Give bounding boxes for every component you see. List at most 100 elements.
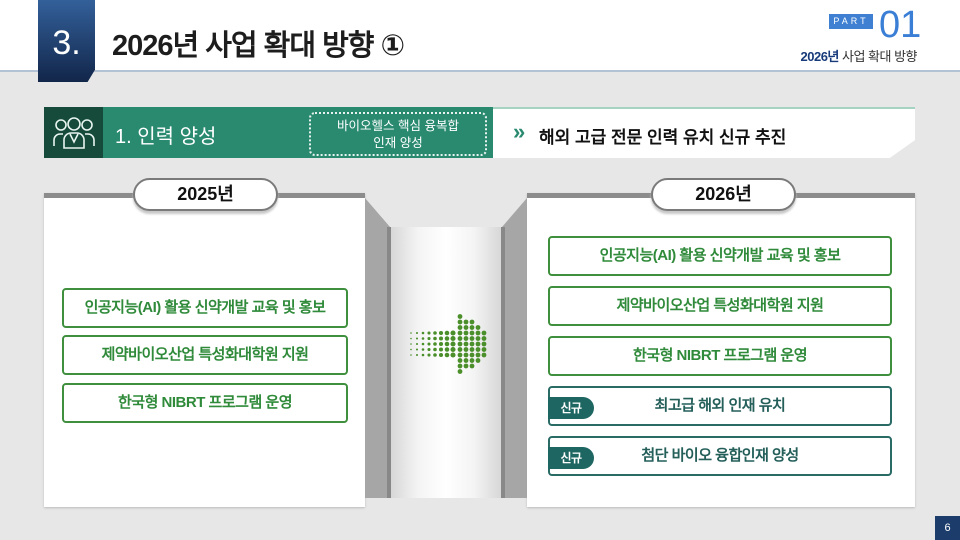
arrow-dot <box>444 330 450 336</box>
arrow-dot <box>469 330 475 336</box>
list-item-new: 신규 첨단 바이오 융합인재 양성 <box>548 436 892 476</box>
arrow-dot <box>415 353 419 357</box>
arrow-dot <box>475 358 481 363</box>
arrow-dot <box>457 352 463 358</box>
arrow-dot <box>450 352 456 358</box>
arrow-dot <box>463 341 469 347</box>
arrow-dot <box>421 353 425 357</box>
arrow-dot <box>433 342 437 346</box>
arrow-dot <box>481 336 487 341</box>
arrow-dot <box>433 336 437 341</box>
part-badge: PART <box>829 14 873 29</box>
arrow-dot <box>457 336 463 341</box>
item-label: 한국형 NIBRT 프로그램 운영 <box>632 347 808 364</box>
arrow-dot <box>463 352 469 358</box>
page-number: 6 <box>935 516 960 540</box>
arrow-dot <box>481 330 487 336</box>
double-chevron-icon: » <box>513 119 526 144</box>
subtitle-year: 2026년 <box>800 49 840 64</box>
arrow-dot <box>469 358 475 363</box>
arrow-dot <box>457 347 463 352</box>
arrow-dot <box>475 352 481 358</box>
list-item: 인공지능(AI) 활용 신약개발 교육 및 홍보 <box>548 236 892 276</box>
list-item-new: 신규 최고급 해외 인재 유치 <box>548 386 892 426</box>
arrow-dot <box>415 342 419 346</box>
transition-column <box>365 198 527 507</box>
arrow-dot <box>457 314 463 319</box>
arrow-dot <box>457 369 463 374</box>
arrow-dot <box>469 363 475 369</box>
item-label: 인공지능(AI) 활용 신약개발 교육 및 홍보 <box>599 247 841 264</box>
arrow-dot <box>427 336 431 341</box>
arrow-dot <box>444 341 450 347</box>
arrow-dot <box>469 319 475 325</box>
list-item: 한국형 NIBRT 프로그램 운영 <box>548 336 892 376</box>
arrow-dot <box>421 331 425 335</box>
dotted-arrow-icon <box>410 314 487 374</box>
arrow-dot <box>463 347 469 352</box>
new-badge: 신규 <box>548 397 594 419</box>
item-label: 제약바이오산업 특성화대학원 지원 <box>616 297 824 314</box>
arrow-dot <box>415 348 419 351</box>
arrow-dot <box>415 337 419 340</box>
arrow-dot <box>421 337 425 340</box>
people-group-icon <box>44 107 103 158</box>
arrow-dot <box>450 341 456 347</box>
arrow-dot <box>410 332 412 334</box>
arrow-dot <box>415 331 419 335</box>
new-badge: 신규 <box>548 447 594 469</box>
arrow-dot <box>444 352 450 358</box>
part-number: 01 <box>879 4 922 46</box>
year-pill-2026: 2026년 <box>651 178 796 211</box>
arrow-dot <box>481 341 487 347</box>
arrow-dot <box>410 348 412 351</box>
list-item: 제약바이오산업 특성화대학원 지원 <box>62 335 348 375</box>
list-item: 제약바이오산업 특성화대학원 지원 <box>548 286 892 326</box>
page-title: 2026년 사업 확대 방향 ① <box>112 30 405 62</box>
arrow-dot <box>463 336 469 341</box>
list-item: 한국형 NIBRT 프로그램 운영 <box>62 383 348 423</box>
arrow-dot <box>469 341 475 347</box>
arrow-dot <box>427 353 431 357</box>
item-label: 최고급 해외 인재 유치 <box>654 397 786 414</box>
arrow-dot <box>421 348 425 351</box>
highlight-bar: » 해외 고급 전문 인력 유치 신규 추진 <box>493 107 915 158</box>
arrow-dot <box>469 325 475 330</box>
highlight-text: 해외 고급 전문 인력 유치 신규 추진 <box>539 128 787 147</box>
arrow-dot <box>457 341 463 347</box>
arrow-dot <box>457 330 463 336</box>
header: 3. 2026년 사업 확대 방향 ① PART 01 2026년 사업 확대 … <box>0 0 960 82</box>
arrow-dot <box>469 347 475 352</box>
item-label: 첨단 바이오 융합인재 양성 <box>641 447 799 464</box>
subtitle-text: 사업 확대 방향 <box>842 49 917 64</box>
arrow-dot <box>433 347 437 352</box>
arrow-dot <box>410 354 412 356</box>
arrow-dot <box>463 330 469 336</box>
goal-line-2: 인재 양성 <box>373 136 423 150</box>
arrow-dot <box>469 352 475 358</box>
arrow-dot <box>438 330 444 336</box>
arrow-dot <box>444 336 450 341</box>
arrow-dot <box>457 319 463 325</box>
arrow-dot <box>463 325 469 330</box>
arrow-dot <box>463 358 469 363</box>
arrow-dot <box>475 325 481 330</box>
arrow-dot <box>475 336 481 341</box>
year-pill-2025: 2025년 <box>133 178 278 211</box>
arrow-dot <box>450 335 456 342</box>
arrow-dot <box>427 331 431 335</box>
arrow-dot <box>427 342 431 346</box>
arrow-dot <box>463 319 469 325</box>
arrow-dot <box>475 330 481 336</box>
arrow-dot <box>450 346 456 353</box>
arrow-dot <box>475 347 481 352</box>
list-item: 인공지능(AI) 활용 신약개발 교육 및 홍보 <box>62 288 348 328</box>
arrow-dot <box>481 347 487 352</box>
arrow-dot <box>457 358 463 363</box>
arrow-dot <box>469 336 475 341</box>
section-number: 3. <box>38 0 95 82</box>
arrow-dot <box>438 341 444 347</box>
arrow-dot <box>410 337 412 340</box>
